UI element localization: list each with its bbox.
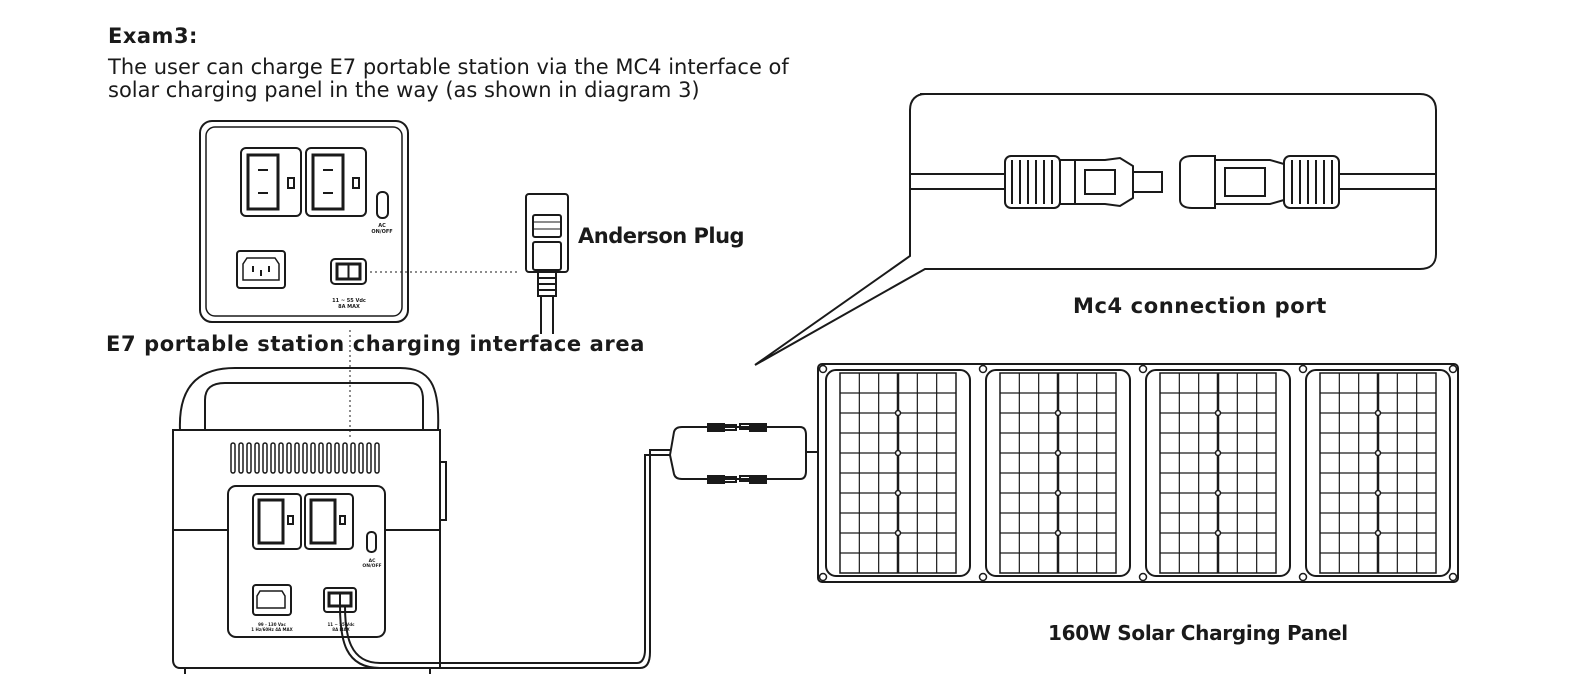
grommet — [1298, 364, 1308, 374]
anderson-plug-label: Anderson Plug — [578, 224, 745, 248]
anderson-port-icon — [330, 258, 367, 285]
solar-panel-label: 160W Solar Charging Panel — [1048, 621, 1348, 645]
grommet — [1138, 364, 1148, 374]
e7-portable-station: AC ON/OFF 99 - 130 Vac 1 Hz/60Hz 4A MAX … — [172, 367, 447, 674]
grommet — [1138, 572, 1148, 582]
solar-panel — [817, 363, 1459, 583]
solar-panel-section — [825, 369, 971, 577]
interface-zoom-panel: AC ON/OFF 11 ~ 55 Vdc 8A MAX — [199, 120, 409, 323]
station-ac-switch-label-2: ON/OFF — [362, 563, 381, 569]
example-heading: Exam3: — [108, 24, 198, 48]
mc4-connector-male-icon — [1004, 155, 1163, 209]
ac-input-label: 99 - 130 Vac — [258, 622, 286, 627]
solar-panel-section — [985, 369, 1131, 577]
solar-panel-section — [1305, 369, 1451, 577]
station-ac-switch-label: AC — [369, 558, 376, 564]
solar-panel-section — [1145, 369, 1291, 577]
dc-input-label-2: 8A MAX — [338, 304, 360, 310]
ac-switch-label-2: ON/OFF — [371, 229, 392, 235]
ac-input-icon — [236, 250, 286, 289]
ac-outlet-icon — [305, 147, 367, 217]
grommet — [978, 572, 988, 582]
grommet — [818, 572, 828, 582]
solar-panel-frame — [817, 363, 1459, 583]
example-description: The user can charge E7 portable station … — [108, 56, 868, 102]
description-line-1: The user can charge E7 portable station … — [108, 55, 789, 79]
ac-outlet-icon — [240, 147, 302, 217]
mc4-port-label: Mc4 connection port — [1073, 294, 1327, 318]
mc4-connector-female-icon — [1179, 155, 1340, 209]
anderson-plug-icon — [525, 193, 569, 334]
ac-input-label-2: 1 Hz/60Hz 4A MAX — [251, 627, 292, 632]
grommet — [1298, 572, 1308, 582]
grommet — [1448, 364, 1458, 374]
mc4-zoom-box — [754, 93, 1437, 366]
grommet — [1448, 572, 1458, 582]
dc-input-label: 11 ~ 55 Vdc — [332, 298, 366, 304]
interface-area-label: E7 portable station charging interface a… — [106, 332, 645, 356]
ac-switch-icon — [376, 191, 389, 219]
charging-cable — [339, 423, 818, 669]
ac-switch-label: AC — [378, 223, 386, 229]
description-line-2: solar charging panel in the way (as show… — [108, 78, 700, 102]
grommet — [978, 364, 988, 374]
grommet — [818, 364, 828, 374]
